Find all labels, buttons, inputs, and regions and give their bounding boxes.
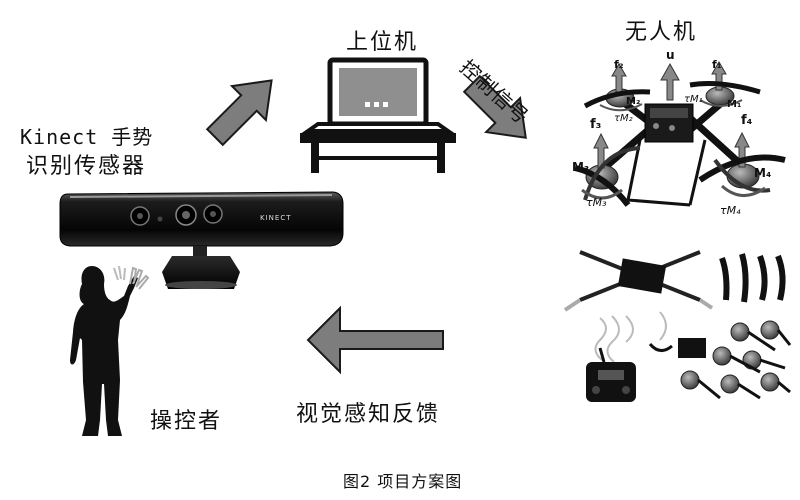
- sensor-label-line2: 识别传感器: [26, 154, 147, 179]
- arrow-feedback: [306, 305, 444, 375]
- annotation-tau-m3: τM₃: [586, 196, 607, 209]
- annotation-m2: M₂: [626, 96, 641, 107]
- sensor-label-line1: Kinect 手势: [20, 125, 154, 149]
- operator-silhouette: [70, 265, 150, 436]
- annotation-f4: f₄: [741, 113, 753, 128]
- computer-label: 上位机: [346, 30, 419, 55]
- annotation-tau-m4: τM₄: [720, 204, 741, 217]
- arrow-computer-to-drone: [462, 74, 527, 139]
- annotation-u: u: [666, 48, 675, 62]
- annotation-tau-m1: τM₁: [684, 94, 703, 105]
- kinect-sensor-device: [59, 191, 344, 289]
- operator-label: 操控者: [150, 409, 223, 434]
- host-computer-icon: [300, 57, 456, 173]
- motor-2: [583, 63, 651, 109]
- drone-label: 无人机: [625, 20, 698, 45]
- annotation-m3: M₃: [572, 160, 590, 174]
- feedback-label: 视觉感知反馈: [296, 402, 441, 427]
- arrow-sensor-to-computer: [205, 79, 273, 147]
- annotation-m1: M₁: [727, 99, 742, 110]
- motor-3: [574, 132, 641, 207]
- quadrotor-drone: [574, 61, 786, 207]
- motor-1: [689, 61, 761, 106]
- annotation-tau-m2: τM₂: [614, 113, 633, 124]
- drone-parts-kit: [563, 250, 792, 402]
- annotation-m4: M₄: [754, 166, 772, 180]
- kinect-brand-text: KINECT: [260, 214, 292, 222]
- motor-4: [698, 131, 786, 197]
- annotation-f2: f₂: [614, 58, 624, 71]
- figure-caption: 图2 项目方案图: [343, 472, 463, 491]
- annotation-f3: f₃: [590, 117, 602, 132]
- annotation-f1: f₁: [712, 58, 722, 71]
